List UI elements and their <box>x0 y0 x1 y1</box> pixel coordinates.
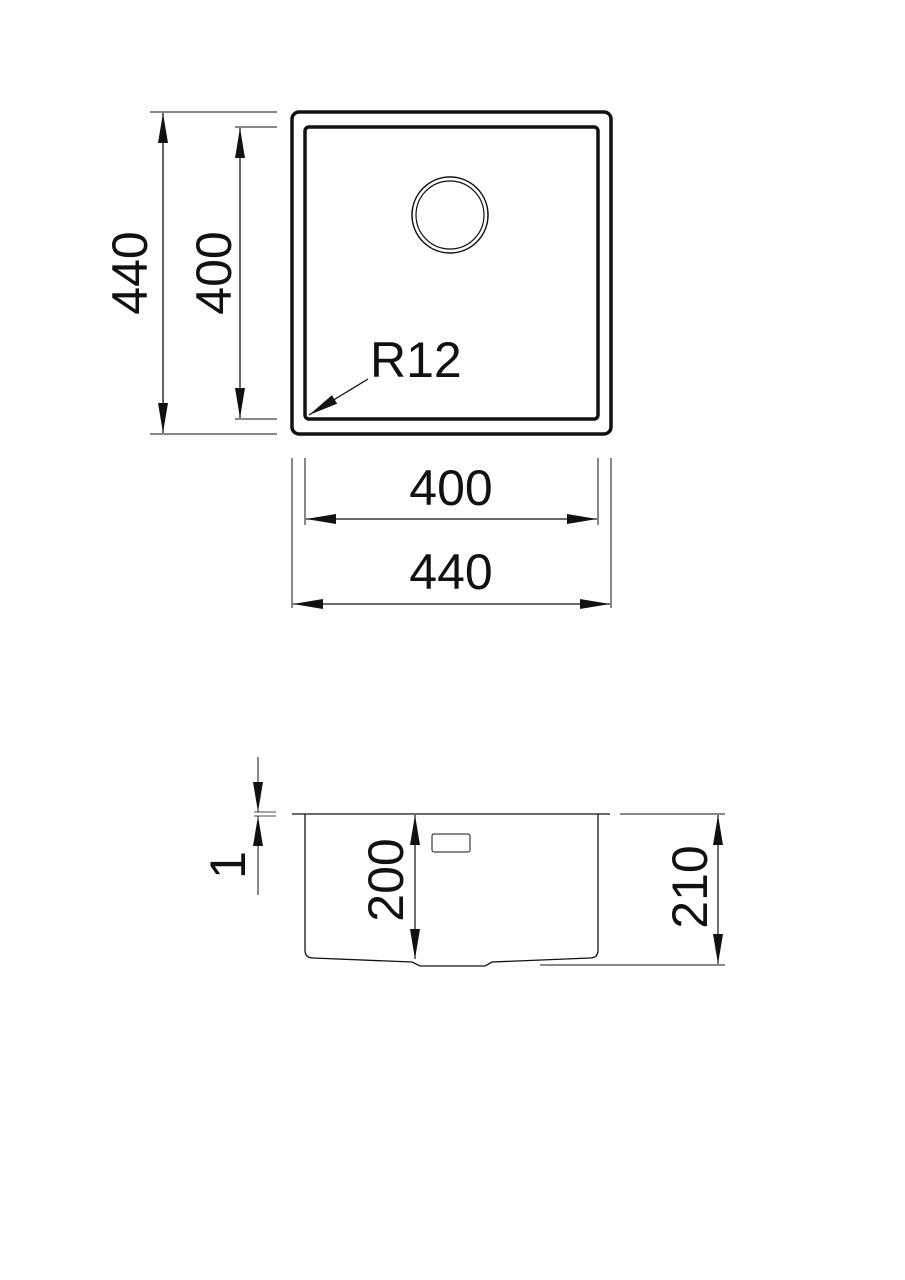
dimension-total-depth: 210 <box>540 813 725 966</box>
dimension-height-inner: 400 <box>186 126 277 420</box>
dimension-corner-radius: R12 <box>308 332 462 416</box>
dimension-bowl-depth: 200 <box>358 815 420 959</box>
top-view: 440 400 R12 400 440 <box>102 110 613 609</box>
bowl-inner-outline <box>303 125 600 421</box>
dimension-width-outer: 440 <box>291 458 612 609</box>
drain-inner-ring <box>415 180 485 250</box>
sink-outer-outline <box>290 110 613 436</box>
dimension-label: 400 <box>186 231 242 314</box>
dimension-rim-thickness: 1 <box>200 757 276 895</box>
side-view: 1 200 210 <box>200 757 725 967</box>
dimension-label: 1 <box>200 851 256 879</box>
dimension-width-inner: 400 <box>304 458 599 525</box>
dimension-label: 210 <box>662 845 718 928</box>
radius-label: R12 <box>370 332 462 388</box>
sink-profile <box>292 813 610 967</box>
drain-icon <box>411 176 489 254</box>
overflow-slot <box>431 833 471 853</box>
dimension-label: 440 <box>102 231 158 314</box>
dimension-label: 440 <box>409 544 492 600</box>
dimension-label: 200 <box>358 838 414 921</box>
dimension-label: 400 <box>409 460 492 516</box>
dimension-height-outer: 440 <box>102 111 277 435</box>
